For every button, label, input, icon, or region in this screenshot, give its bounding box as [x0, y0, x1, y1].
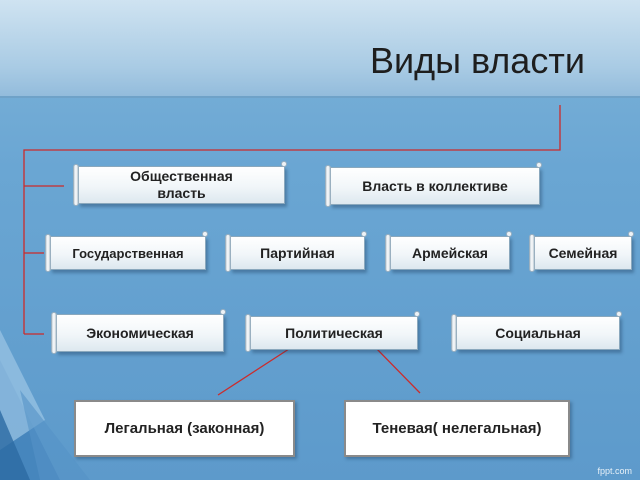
node-label: Политическая [285, 325, 383, 342]
node-label: Партийная [260, 245, 335, 262]
node-politicheskaya: Политическая [250, 316, 418, 350]
node-armeyskaya: Армейская [390, 236, 510, 270]
node-label: Армейская [412, 245, 488, 262]
node-label: Легальная (законная) [105, 420, 265, 437]
node-tenevaya: Теневая( нелегальная) [344, 400, 570, 457]
node-label: Общественная власть [112, 168, 252, 202]
node-semeynaya: Семейная [534, 236, 632, 270]
node-legalnaya: Легальная (законная) [74, 400, 295, 457]
node-label: Власть в коллективе [362, 178, 508, 195]
node-vlast-v-kollektive: Власть в коллективе [330, 167, 540, 205]
node-ekonomicheskaya: Экономическая [56, 314, 224, 352]
node-label: Экономическая [86, 325, 194, 342]
node-label: Теневая( нелегальная) [372, 420, 541, 437]
node-label: Государственная [64, 245, 192, 262]
watermark: fppt.com [597, 466, 632, 476]
node-socialnaya: Социальная [456, 316, 620, 350]
node-partiynaya: Партийная [230, 236, 365, 270]
node-label: Семейная [549, 245, 618, 262]
node-label: Социальная [495, 325, 581, 342]
node-obshchestvennaya-vlast: Общественная власть [78, 166, 285, 204]
node-gosudarstvennaya: Государственная [50, 236, 206, 270]
